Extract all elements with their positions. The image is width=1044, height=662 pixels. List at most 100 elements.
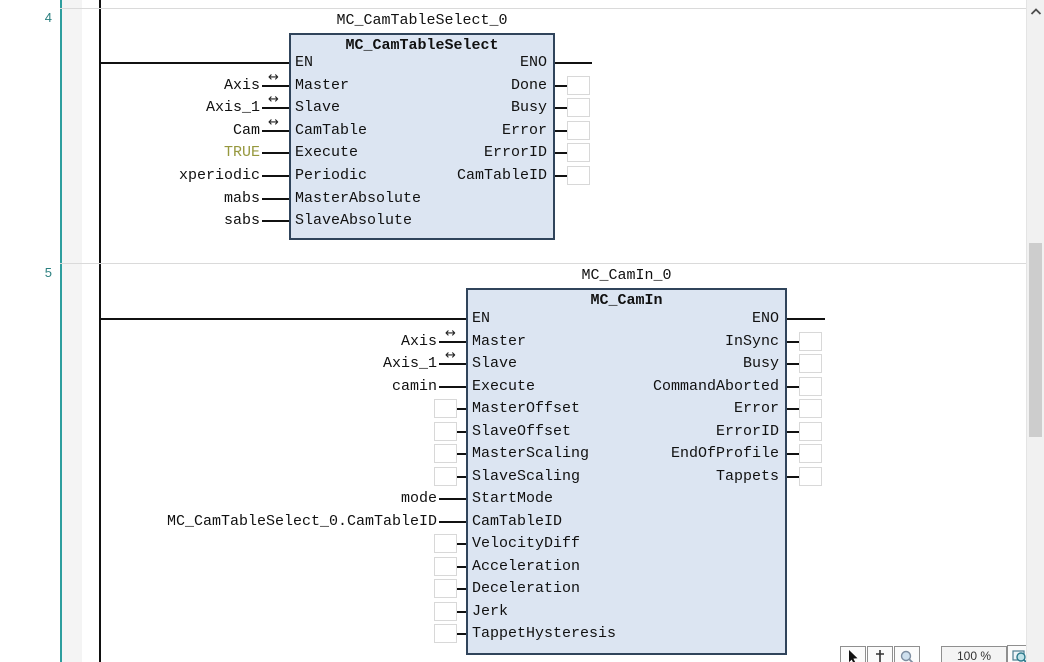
network-margin-band (62, 0, 82, 662)
input-operand[interactable]: Axis_1 (205, 99, 260, 116)
input-operand[interactable]: Axis (223, 77, 260, 94)
input-operand[interactable]: mabs (223, 190, 260, 207)
output-value-box[interactable] (799, 354, 822, 373)
function-block[interactable] (289, 33, 555, 240)
input-pin-label: Deceleration (472, 580, 581, 597)
output-value-box[interactable] (567, 121, 590, 140)
scrollbar-thumb[interactable] (1029, 243, 1042, 437)
input-wire (457, 453, 466, 455)
output-value-box[interactable] (799, 332, 822, 351)
input-pin-label: EN (472, 310, 491, 327)
input-operand[interactable]: TRUE (223, 144, 260, 161)
inout-arrow-icon: ↔ (268, 70, 279, 85)
input-pin-label: Master (295, 77, 350, 94)
network-number[interactable]: 4 (44, 10, 52, 25)
input-wire (262, 107, 289, 109)
en-wire (101, 62, 289, 64)
input-operand[interactable]: xperiodic (178, 167, 260, 184)
input-value-box[interactable] (434, 534, 457, 553)
output-wire (787, 453, 799, 455)
input-wire (262, 175, 289, 177)
zoom-level-select[interactable]: 100 % (941, 646, 1007, 662)
pan-button[interactable] (867, 646, 893, 662)
input-operand[interactable]: Cam (232, 122, 260, 139)
input-wire (439, 521, 466, 523)
scroll-up-button[interactable] (1028, 4, 1044, 25)
input-wire (457, 431, 466, 433)
input-pin-label: Jerk (472, 603, 509, 620)
input-pin-label: VelocityDiff (472, 535, 581, 552)
input-operand[interactable]: MC_CamTableSelect_0.CamTableID (166, 513, 437, 530)
input-wire (457, 611, 466, 613)
output-value-box[interactable] (567, 166, 590, 185)
input-pin-label: MasterScaling (472, 445, 590, 462)
function-block[interactable] (466, 288, 787, 655)
input-operand[interactable]: mode (400, 490, 437, 507)
output-wire (555, 85, 567, 87)
output-value-box[interactable] (567, 76, 590, 95)
output-wire (787, 363, 799, 365)
input-wire (262, 85, 289, 87)
input-pin-label: StartMode (472, 490, 554, 507)
output-pin-label: Error (501, 122, 547, 139)
chevron-up-icon (1030, 8, 1042, 15)
eno-wire (555, 62, 592, 64)
input-operand[interactable]: Axis_1 (382, 355, 437, 372)
power-rail (99, 0, 101, 662)
input-pin-label: MasterAbsolute (295, 190, 422, 207)
network-accent-line (60, 0, 62, 662)
network-number[interactable]: 5 (44, 265, 52, 280)
fb-type-name: MC_CamTableSelect (345, 37, 499, 54)
input-pin-label: Slave (295, 99, 341, 116)
input-pin-label: Master (472, 333, 527, 350)
output-pin-label: ErrorID (483, 144, 547, 161)
input-pin-label: Execute (472, 378, 536, 395)
output-pin-label: ENO (751, 310, 779, 327)
input-value-box[interactable] (434, 557, 457, 576)
output-wire (555, 130, 567, 132)
input-value-box[interactable] (434, 579, 457, 598)
input-pin-label: Execute (295, 144, 359, 161)
input-value-box[interactable] (434, 467, 457, 486)
output-value-box[interactable] (799, 377, 822, 396)
input-value-box[interactable] (434, 444, 457, 463)
select-cursor-button[interactable] (840, 646, 866, 662)
output-value-box[interactable] (567, 98, 590, 117)
output-wire (787, 408, 799, 410)
output-value-box[interactable] (567, 143, 590, 162)
output-pin-label: Busy (510, 99, 547, 116)
input-wire (457, 543, 466, 545)
magnifier-button[interactable] (894, 646, 920, 662)
output-pin-label: Tappets (715, 468, 779, 485)
output-value-box[interactable] (799, 399, 822, 418)
magnifier-icon (900, 650, 914, 662)
fb-type-name: MC_CamIn (590, 292, 663, 309)
network-separator (60, 263, 1026, 264)
input-value-box[interactable] (434, 624, 457, 643)
input-wire (262, 130, 289, 132)
input-value-box[interactable] (434, 399, 457, 418)
inout-arrow-icon: ↔ (268, 92, 279, 107)
fb-instance-name[interactable]: MC_CamTableSelect_0 (336, 12, 508, 29)
pan-crosshair-icon (876, 650, 884, 662)
vertical-scrollbar[interactable] (1026, 0, 1044, 662)
input-operand[interactable]: camin (391, 378, 437, 395)
fb-instance-name[interactable]: MC_CamIn_0 (581, 267, 672, 284)
output-pin-label: Busy (742, 355, 779, 372)
output-pin-label: ErrorID (715, 423, 779, 440)
output-pin-label: InSync (724, 333, 779, 350)
input-wire (439, 498, 466, 500)
output-value-box[interactable] (799, 444, 822, 463)
input-value-box[interactable] (434, 422, 457, 441)
input-pin-label: SlaveScaling (472, 468, 581, 485)
output-value-box[interactable] (799, 422, 822, 441)
input-operand[interactable]: Axis (400, 333, 437, 350)
output-value-box[interactable] (799, 467, 822, 486)
output-wire (787, 431, 799, 433)
output-wire (787, 341, 799, 343)
input-operand[interactable]: sabs (223, 212, 260, 229)
input-value-box[interactable] (434, 602, 457, 621)
input-pin-label: TappetHysteresis (472, 625, 617, 642)
input-pin-label: CamTableID (472, 513, 563, 530)
eno-wire (787, 318, 825, 320)
